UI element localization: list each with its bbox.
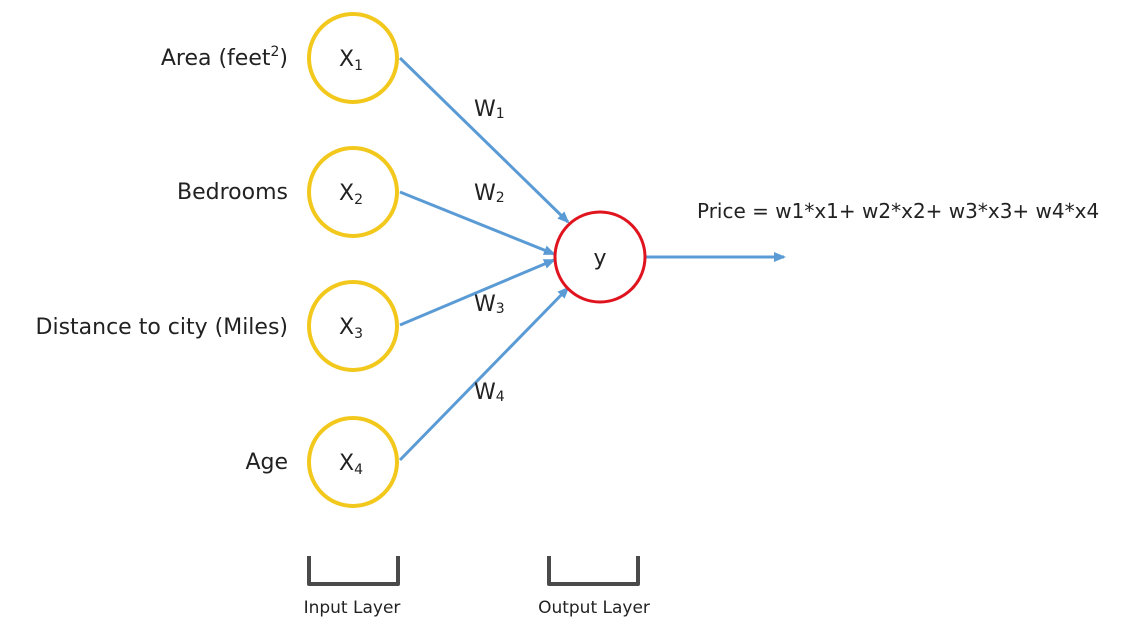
input-node-x2 bbox=[307, 146, 399, 238]
input-node-x3-label: X3 bbox=[339, 315, 363, 342]
edge-x2-y bbox=[399, 190, 556, 256]
weight-label-w4: W4 bbox=[474, 380, 505, 405]
input-node-x4-label: X4 bbox=[339, 451, 363, 478]
feature-label-distance: Distance to city (Miles) bbox=[36, 315, 288, 340]
price-equation: Price = w1*x1+ w2*x2+ w3*x3+ w4*x4 bbox=[697, 199, 1099, 223]
output-layer-label: Output Layer bbox=[538, 598, 650, 618]
output-node-label: y bbox=[593, 246, 606, 271]
output-node-group: y bbox=[553, 210, 647, 304]
output-layer-bracket bbox=[547, 556, 640, 586]
edge-x4-y bbox=[398, 286, 570, 462]
output-node-y bbox=[553, 210, 647, 304]
input-node-x2-label: X2 bbox=[339, 181, 363, 208]
feature-label-bedrooms: Bedrooms bbox=[177, 180, 288, 205]
weight-label-w1: W1 bbox=[474, 97, 505, 122]
weight-labels: W1 W2 W3 W4 bbox=[474, 97, 505, 405]
edge-x3-y bbox=[399, 258, 556, 327]
input-node-x1-label: X1 bbox=[339, 47, 363, 74]
input-nodes: X1 X2 X3 X4 bbox=[307, 12, 399, 508]
feature-labels: Area (feet2) Bedrooms Distance to city (… bbox=[36, 44, 288, 475]
input-layer-label: Input Layer bbox=[304, 598, 401, 618]
layer-brackets: Input Layer Output Layer bbox=[304, 556, 650, 618]
input-node-x3 bbox=[307, 280, 399, 372]
input-node-x1 bbox=[307, 12, 399, 104]
feature-label-area: Area (feet2) bbox=[161, 44, 288, 71]
edges bbox=[398, 56, 786, 462]
weight-label-w3: W3 bbox=[474, 292, 505, 317]
input-layer-bracket bbox=[307, 556, 400, 586]
weight-label-w2: W2 bbox=[474, 181, 505, 206]
feature-label-age: Age bbox=[245, 450, 288, 475]
edge-x1-y bbox=[398, 56, 570, 224]
input-node-x4 bbox=[307, 416, 399, 508]
